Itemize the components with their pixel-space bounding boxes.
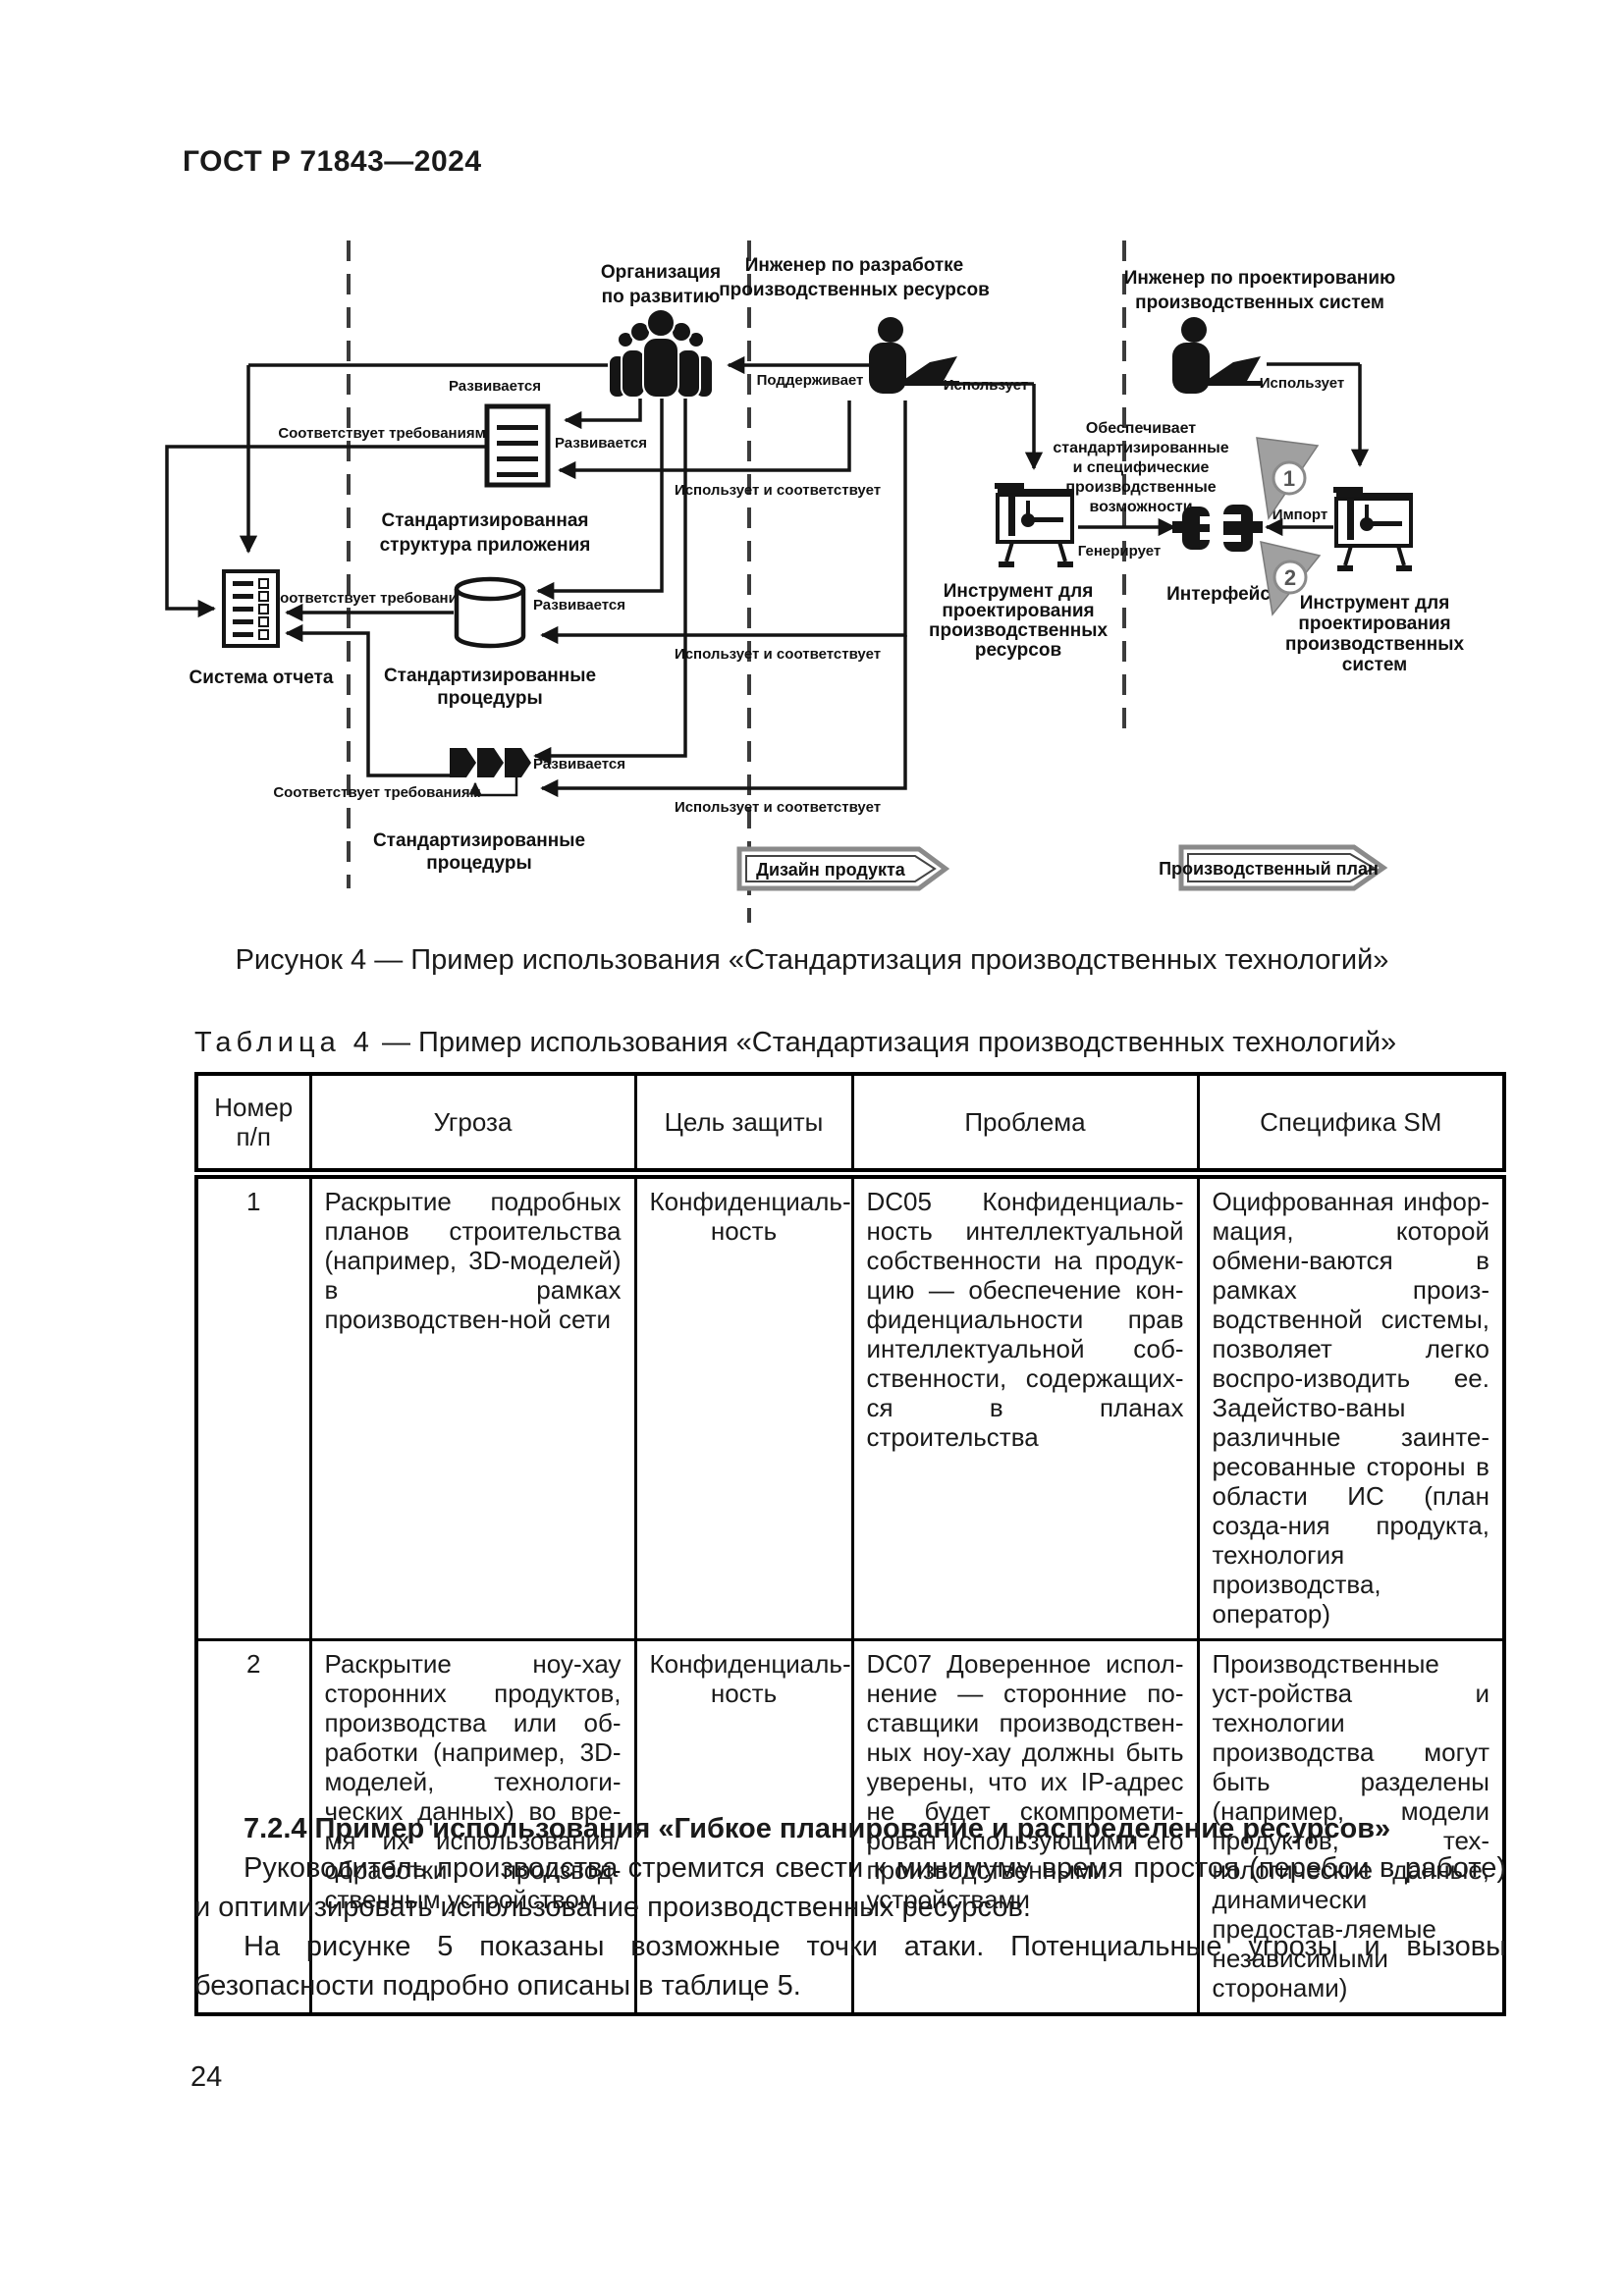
interface-plug-icon <box>1172 505 1263 552</box>
design-banner-label: Дизайн продукта <box>756 860 906 880</box>
attack-badge-2: 2 <box>1284 565 1296 590</box>
relation-meets-label: Соответствует требованиям <box>273 784 480 801</box>
cell-threat: Раскрытие ноу-хау сторонних продуктов, п… <box>308 1638 637 2016</box>
diagram-connectors <box>165 355 1370 798</box>
people-group-icon <box>608 308 714 399</box>
std-procedures-label: Стандартизированные <box>373 830 585 851</box>
drafting-tool-icon <box>1331 485 1415 573</box>
cell-goal: Конфиденциаль-ность <box>633 1638 854 2016</box>
table-row: 1 Раскрытие подробных планов строительст… <box>194 1172 1506 1641</box>
relation-uses-label: Использует <box>944 377 1028 394</box>
process-chevrons-icon <box>450 748 531 797</box>
drafting-tool-icon <box>993 481 1076 569</box>
cell-threat: Раскрытие подробных планов строительства… <box>308 1172 637 1641</box>
relation-develops-label: Развивается <box>449 378 541 395</box>
engineer-laptop-icon <box>869 317 959 394</box>
std-structure-label: структура приложения <box>380 535 591 556</box>
table-row: 2 Раскрытие ноу-хау сторонних продуктов,… <box>194 1638 1506 2016</box>
cell-sm: Оцифрованная инфор-мация, которой обмени… <box>1196 1172 1506 1641</box>
design-banner: Дизайн продукта <box>736 846 950 891</box>
document-icon <box>484 403 551 488</box>
report-system-label: Система отчета <box>189 667 334 688</box>
cell-sm: Производственные уст-ройства и технологи… <box>1196 1638 1506 2016</box>
relation-uses-meets-label: Использует и соответствует <box>675 482 881 499</box>
tool-sys-label: систем <box>1342 655 1408 675</box>
cell-goal: Конфиденциаль-ность <box>633 1172 854 1641</box>
relation-generates-label: Генерирует <box>1078 543 1161 560</box>
relation-develops-label: Развивается <box>533 756 625 773</box>
col-header-goal: Цель защиты <box>633 1072 854 1179</box>
relation-meets-label: Соответствует требованиям <box>269 590 476 607</box>
relation-supports-label: Поддерживает <box>757 372 864 389</box>
tool-res-label: производственных <box>929 620 1108 641</box>
table-caption-prefix: Таблица 4 <box>194 1027 374 1058</box>
table-caption: Таблица 4 — Пример использования «Станда… <box>194 1027 1396 1059</box>
attack-badge-1: 1 <box>1283 466 1295 491</box>
section-heading: 7.2.4 Пример использования «Гибкое плани… <box>244 1813 1391 1844</box>
relation-uses-meets-label: Использует и соответствует <box>675 799 881 816</box>
figure-4-diagram: Организация по развитию Инженер по разра… <box>165 240 1464 923</box>
actor-eng-sys-title: Инженер по проектированию <box>1124 268 1396 289</box>
tool-res-label: Инструмент для <box>944 581 1094 602</box>
attack-point-2: 2 <box>1260 541 1322 616</box>
standard-number-header: ГОСТ Р 71843—2024 <box>183 145 482 178</box>
tool-sys-label: Инструмент для <box>1300 593 1450 614</box>
provides-capabilities-label: возможности <box>1089 499 1192 515</box>
relation-develops-label: Развивается <box>555 435 647 452</box>
relation-uses-meets-label: Использует и соответствует <box>675 646 881 663</box>
figure-caption: Рисунок 4 — Пример использования «Станда… <box>235 944 1389 976</box>
section-7-2-4: 7.2.4 Пример использования «Гибкое плани… <box>194 1809 1506 2005</box>
tool-res-label: ресурсов <box>975 640 1061 661</box>
actor-org-title: Организация <box>601 262 721 283</box>
tool-sys-label: производственных <box>1285 634 1464 655</box>
plan-banner-label: Производственный план <box>1159 859 1379 879</box>
cell-problem: DC07 Доверенное испол-нение — сторонние … <box>850 1638 1200 2016</box>
col-header-problem: Проблема <box>850 1072 1200 1179</box>
provides-capabilities-label: Обеспечивает <box>1086 420 1196 437</box>
col-header-sm: Специфика SM <box>1196 1072 1506 1179</box>
section-paragraph: Руководитель производства стремится свес… <box>194 1852 1506 1923</box>
actor-org-title: по развитию <box>602 287 721 307</box>
provides-capabilities-label: стандартизированные <box>1053 440 1228 456</box>
relation-develops-label: Развивается <box>533 597 625 614</box>
table-header-row: Номер п/п Угроза Цель защиты Проблема Сп… <box>194 1072 1506 1179</box>
section-paragraph: На рисунке 5 показаны возможные точки ат… <box>194 1931 1506 2002</box>
plan-banner: Производственный план <box>1159 844 1388 891</box>
table-caption-text: — Пример использования «Стандартизация п… <box>373 1027 1397 1058</box>
std-procedures-label: процедуры <box>426 853 531 874</box>
cell-num: 2 <box>194 1638 312 2016</box>
database-cylinder-icon <box>454 576 526 649</box>
actor-eng-res-title: Инженер по разработке <box>745 255 963 276</box>
provides-capabilities-label: и специфические <box>1073 459 1210 476</box>
report-system-icon <box>222 569 280 648</box>
actor-eng-sys-title: производственных систем <box>1135 293 1384 313</box>
std-procedures-label: процедуры <box>437 688 542 709</box>
col-header-threat: Угроза <box>308 1072 637 1179</box>
attack-point-1: 1 <box>1256 437 1320 521</box>
actor-eng-res-title: производственных ресурсов <box>719 280 990 300</box>
cell-num: 1 <box>194 1172 312 1641</box>
interface-label: Интерфейс <box>1166 584 1271 605</box>
relation-uses-label: Использует <box>1260 375 1344 392</box>
relation-meets-label: Соответствует требованиям <box>278 425 485 442</box>
relation-import-label: Импорт <box>1272 507 1327 523</box>
threats-table: Номер п/п Угроза Цель защиты Проблема Сп… <box>194 1072 1506 2016</box>
engineer-laptop-icon <box>1172 317 1263 394</box>
tool-res-label: проектирования <box>942 601 1094 621</box>
std-structure-label: Стандартизированная <box>382 510 589 531</box>
provides-capabilities-label: производственные <box>1065 479 1216 496</box>
cell-problem: DC05 Конфиденциаль-ность интеллектуально… <box>850 1172 1200 1641</box>
col-header-num: Номер п/п <box>194 1072 312 1179</box>
std-procedures-label: Стандартизированные <box>384 666 596 686</box>
tool-sys-label: проектирования <box>1298 614 1450 634</box>
page-number: 24 <box>190 2061 223 2093</box>
